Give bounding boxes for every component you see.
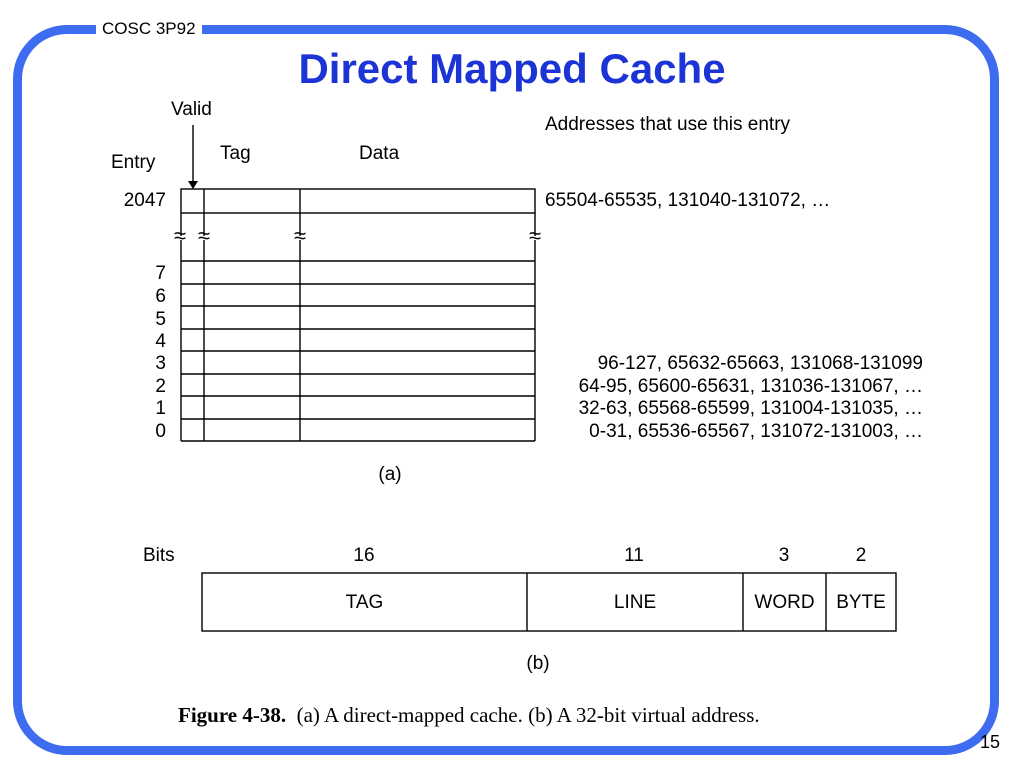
course-code: COSC 3P92 <box>96 18 202 40</box>
figure-text: (a) A direct-mapped cache. (b) A 32-bit … <box>296 703 760 727</box>
entry-number: 6 <box>155 286 166 307</box>
address-range: 0-31, 65536-65567, 131072-131003, … <box>589 421 923 442</box>
bits-count-tag: 16 <box>353 545 375 566</box>
slide-frame <box>13 25 999 755</box>
entry-number: 2 <box>155 376 166 397</box>
address-range: 96-127, 65632-65663, 131068-131099 <box>597 353 923 374</box>
bits-count-word: 3 <box>778 545 790 566</box>
valid-arrow-head <box>188 181 198 189</box>
figure-caption: Figure 4-38. (a) A direct-mapped cache. … <box>178 703 760 727</box>
caption-a: (a) <box>378 464 402 485</box>
field-byte: BYTE <box>836 592 886 613</box>
address-range: 64-95, 65600-65631, 131036-131067, … <box>578 376 923 397</box>
address-range: 65504-65535, 131040-131072, … <box>545 190 831 211</box>
entry-number: 1 <box>155 398 166 419</box>
entry-number: 7 <box>155 263 166 284</box>
break-symbol: ≈ <box>173 223 187 248</box>
field-tag: TAG <box>345 592 384 613</box>
entry-number: 5 <box>155 309 166 330</box>
entry-number: 0 <box>155 421 166 442</box>
caption-b: (b) <box>526 653 550 674</box>
entry-number: 3 <box>155 353 166 374</box>
data-column-label: Data <box>359 143 400 164</box>
tag-column-label: Tag <box>220 143 251 164</box>
entry-number: 4 <box>155 331 166 352</box>
bits-label: Bits <box>143 545 175 566</box>
addresses-header: Addresses that use this entry <box>545 114 791 135</box>
figure-label: Figure 4-38. <box>178 703 287 727</box>
entry-label: Entry <box>111 152 156 173</box>
valid-label: Valid <box>171 99 212 120</box>
address-box <box>201 572 897 632</box>
address-range: 32-63, 65568-65599, 131004-131035, … <box>578 398 923 419</box>
page-number: 15 <box>979 732 1000 752</box>
bits-count-line: 11 <box>624 545 644 566</box>
slide-title: Direct Mapped Cache <box>298 45 726 92</box>
bits-count-byte: 2 <box>855 545 867 566</box>
entry-number: 2047 <box>123 190 166 211</box>
cache-row-2047 <box>180 188 536 214</box>
field-line: LINE <box>613 592 657 613</box>
field-word: WORD <box>754 592 815 613</box>
